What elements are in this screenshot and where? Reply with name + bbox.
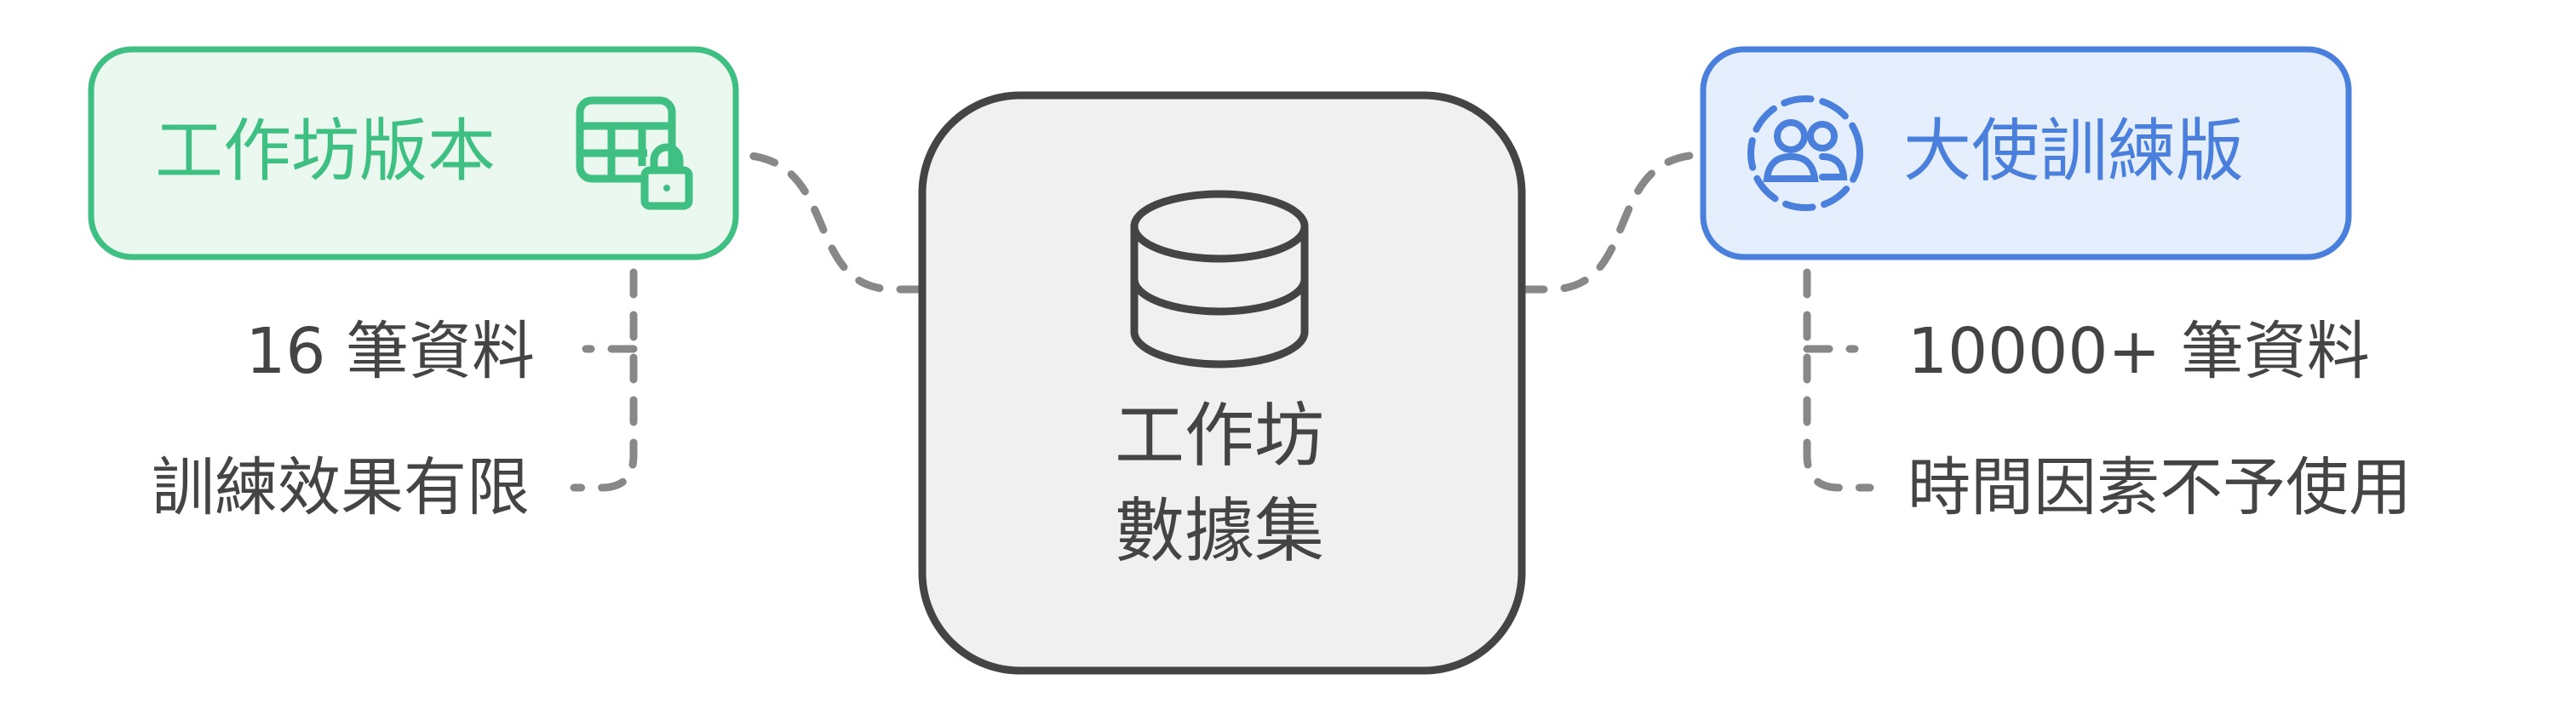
ambassador-bullet-time-constraint: 時間因素不予使用 bbox=[1908, 451, 2412, 524]
center-node-box bbox=[918, 91, 1526, 675]
workshop-bullet-limited-effect: 訓練效果有限 bbox=[152, 451, 530, 524]
ambassador-bullet-data-count: 10000+ 筆資料 bbox=[1908, 315, 2370, 388]
center-title-line2: 數據集 bbox=[1115, 491, 1324, 572]
database-icon bbox=[1130, 190, 1309, 369]
workshop-bullet-data-count: 16 筆資料 bbox=[245, 315, 535, 388]
spreadsheet-lock-icon bbox=[576, 96, 693, 210]
user-group-icon bbox=[1747, 95, 1863, 211]
center-title-line1: 工作坊 bbox=[1115, 396, 1324, 477]
ambassador-training-box bbox=[1700, 46, 2352, 260]
workshop-version-title: 工作坊版本 bbox=[155, 111, 496, 191]
connector-right-bullets bbox=[1803, 226, 1874, 492]
ambassador-training-node[interactable]: 大使訓練版 bbox=[1700, 46, 2352, 260]
connector-left-bullets bbox=[570, 226, 638, 492]
ambassador-training-title: 大使訓練版 bbox=[1903, 111, 2244, 191]
connector-center-to-right bbox=[1517, 151, 1707, 294]
workshop-version-node[interactable]: 工作坊版本 bbox=[88, 46, 739, 260]
workshop-version-box bbox=[88, 46, 739, 260]
connector-center-to-left bbox=[732, 151, 927, 294]
connectors bbox=[570, 151, 1874, 492]
center-node[interactable]: 工作坊 數據集 bbox=[918, 91, 1526, 675]
